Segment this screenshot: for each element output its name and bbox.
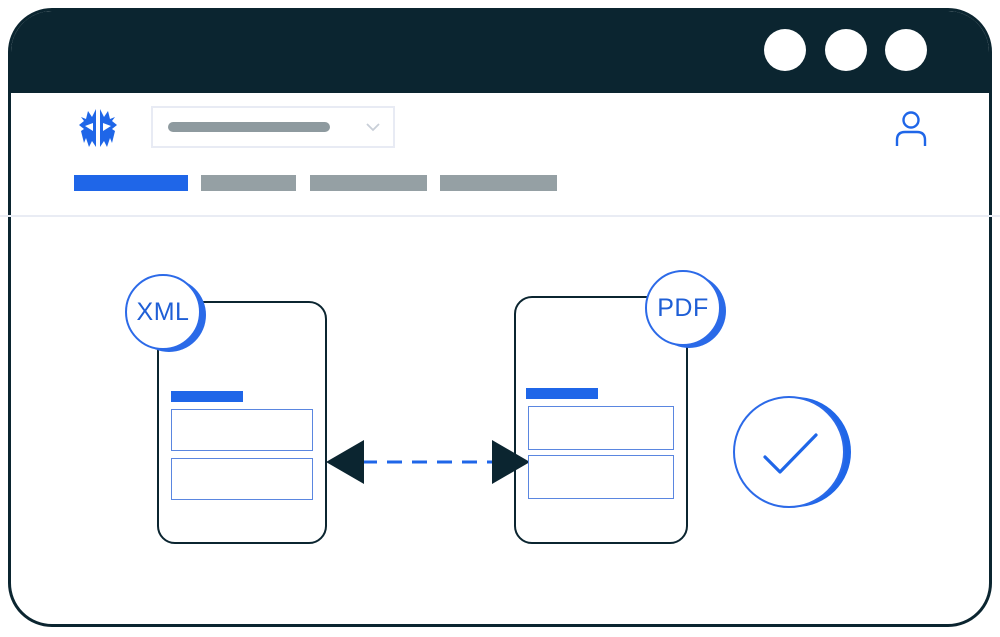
tab-4[interactable] [440,175,557,191]
brand-logo-icon[interactable] [75,107,121,149]
document-field [528,406,674,450]
document-field [171,409,313,451]
dropdown-value [168,122,330,132]
tab-1[interactable] [74,175,188,191]
document-title-bar [171,391,243,402]
user-icon[interactable] [894,110,928,148]
title-bar [11,11,989,93]
pdf-document[interactable] [514,296,688,544]
document-field [171,458,313,500]
checkmark-icon [733,396,851,508]
tab-2[interactable] [201,175,296,191]
bidirectional-arrow-icon [326,440,528,484]
document-field [528,455,674,499]
pdf-format-badge: PDF [645,270,721,346]
select-dropdown[interactable] [151,106,395,148]
tab-3[interactable] [310,175,427,191]
header-divider [0,215,1000,217]
document-title-bar [526,388,598,399]
window-control-dot[interactable] [825,29,867,71]
window-control-dot[interactable] [885,29,927,71]
xml-format-badge: XML [125,274,201,350]
window-control-dot[interactable] [764,29,806,71]
chevron-down-icon [366,123,380,132]
